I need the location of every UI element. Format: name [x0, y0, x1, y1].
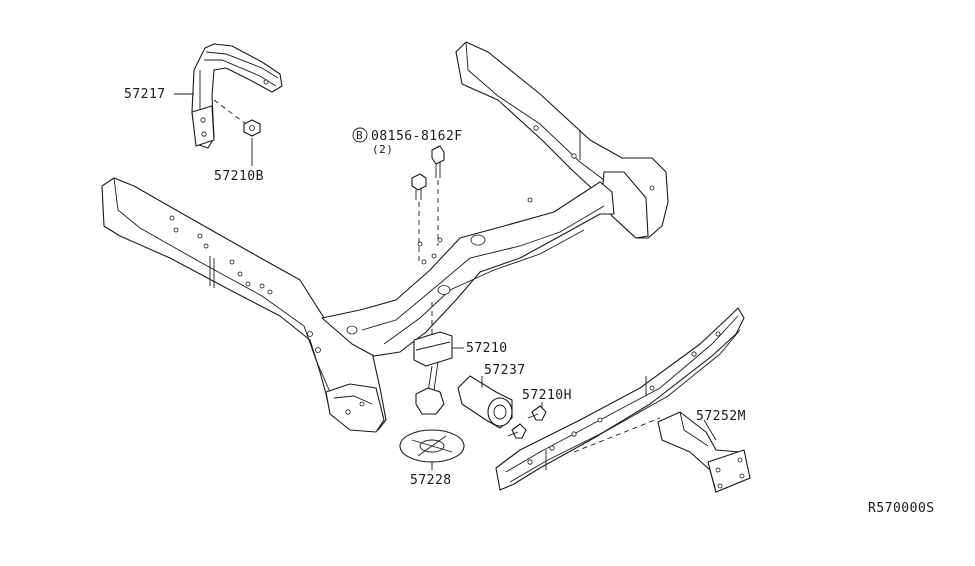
label-57237: 57237: [484, 363, 526, 378]
bolt-08156-8162F-b: [411, 173, 427, 200]
label-08156-8162F: 08156-8162F: [371, 129, 463, 144]
label-57217: 57217: [124, 87, 166, 102]
label-bolt-qty: (2): [372, 143, 393, 156]
bolt-08156-8162F-a: [431, 145, 445, 178]
leader-57252M: [703, 419, 717, 441]
front-crossmember: [101, 41, 669, 433]
pad-57228: [399, 429, 465, 463]
bolt-marker-circle: [352, 127, 368, 143]
dash-bar-to-57252M: [573, 417, 661, 453]
bolt-callout: B 08156-8162F (2): [352, 127, 463, 156]
bracket-57217: [191, 43, 283, 149]
insulator-57210: [413, 331, 453, 415]
rear-bar: [495, 307, 745, 491]
clip-57210B: [243, 119, 261, 137]
label-57210H: 57210H: [522, 388, 572, 403]
label-57228: 57228: [410, 473, 452, 488]
tube-57237: [457, 375, 513, 429]
label-57252M: 57252M: [696, 409, 746, 424]
bracket-57252M: [657, 411, 751, 493]
label-57210B: 57210B: [214, 169, 264, 184]
label-57210: 57210: [466, 341, 508, 356]
clip-57210H-b: [507, 423, 527, 439]
bolt-marker-letter: B: [356, 129, 363, 142]
clip-57210H-a: [527, 405, 547, 421]
diagram-code: R570000S: [868, 501, 935, 516]
dash-57217-to-clip: [213, 99, 247, 125]
